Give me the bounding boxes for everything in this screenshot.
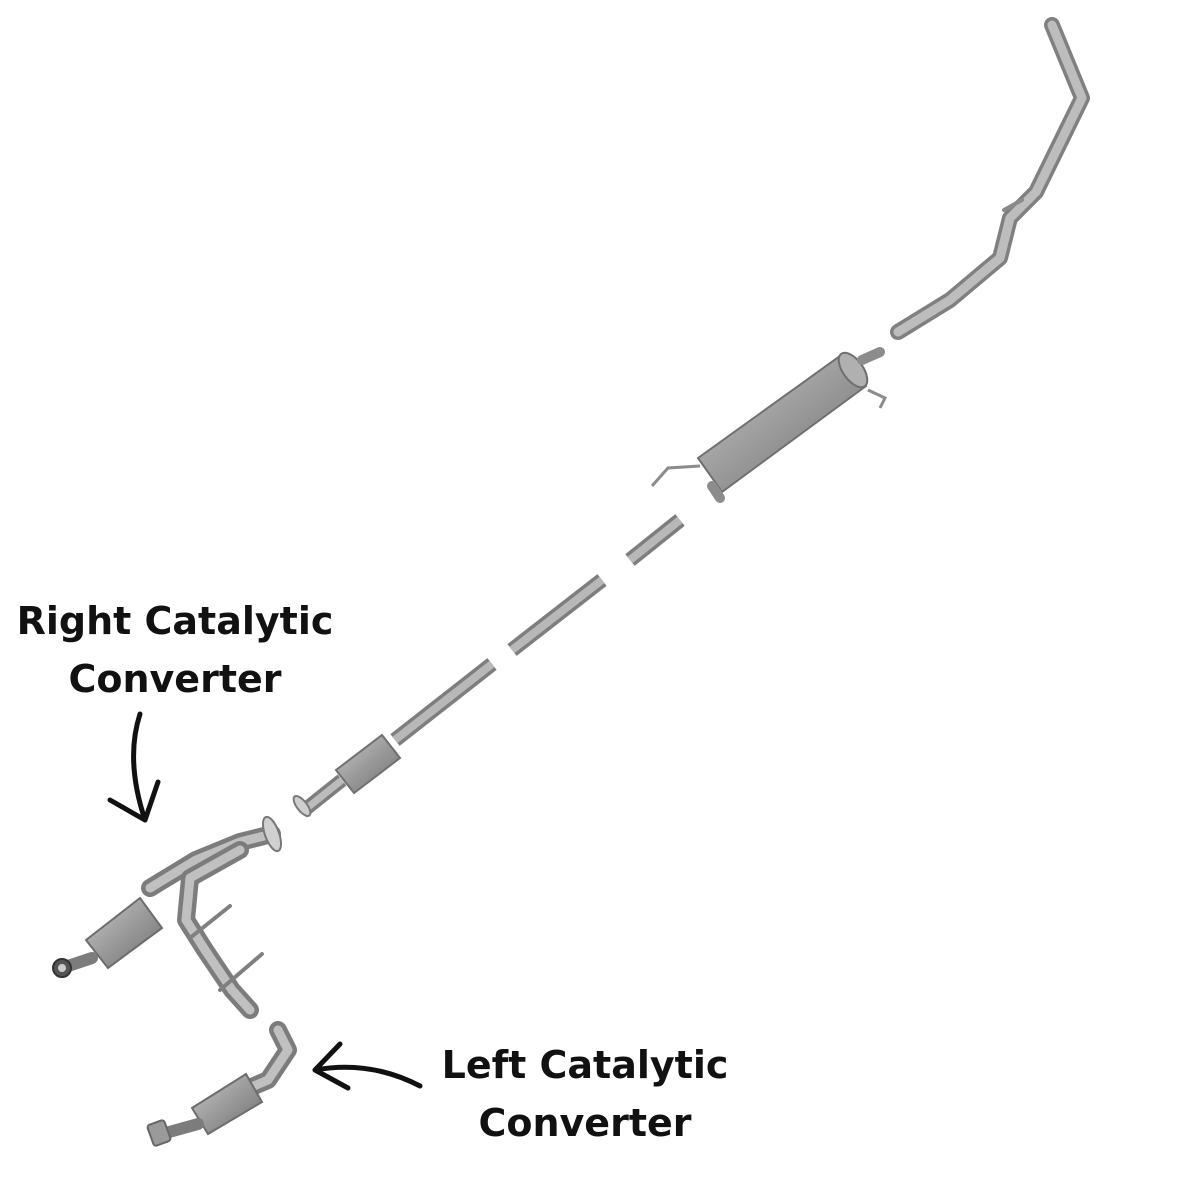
left-label-line2: Converter [478, 1101, 692, 1145]
right-label-line1: Right Catalytic [16, 599, 334, 643]
right-catalytic-converter [52, 896, 164, 978]
right-arrow [107, 711, 161, 823]
left-label-line1: Left Catalytic [441, 1043, 729, 1087]
tailpipe [890, 17, 1090, 340]
left-catalytic-converter [146, 1021, 297, 1147]
left-catalytic-converter-label: Left Catalytic Converter [425, 1036, 745, 1152]
intermediate-pipe [390, 514, 685, 746]
muffler [650, 347, 888, 503]
right-label-line2: Converter [68, 657, 282, 701]
left-arrow [312, 1041, 423, 1091]
y-pipe-assembly [141, 815, 283, 1019]
right-catalytic-converter-label: Right Catalytic Converter [10, 592, 340, 708]
resonator [292, 733, 402, 818]
